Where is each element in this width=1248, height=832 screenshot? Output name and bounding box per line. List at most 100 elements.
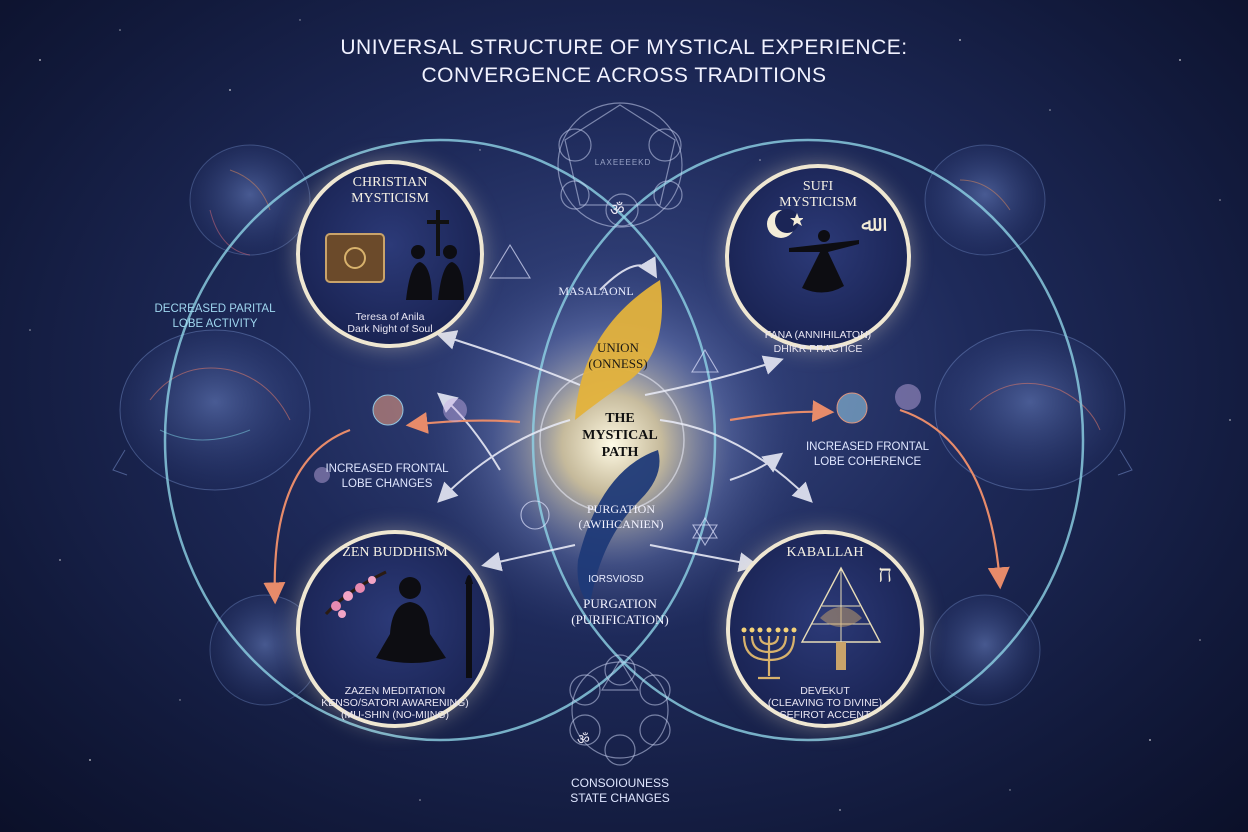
arrow-right-mid: [659, 419, 813, 503]
label-decreased-parietal: DECREASED PARITAL LOBE ACTIVITY: [150, 302, 280, 332]
book-icon: [325, 233, 385, 283]
bubble-left: [372, 394, 404, 426]
bubble-right: [836, 392, 868, 424]
arrow-to-kabbalah: [649, 544, 759, 572]
zen-caption-1: ZAZEN MEDITATION: [344, 685, 446, 697]
mystical-path-3: PATH: [601, 445, 639, 460]
zen-title-1: ZEN BUDDHISM: [342, 545, 448, 560]
orange-arrow-left-down: [263, 428, 351, 605]
bottom-symbol-cluster: [569, 654, 671, 766]
label-increased-frontal-left: INCREASED FRONTAL LOBE CHANGES: [322, 462, 452, 492]
navy-swoosh: [577, 450, 660, 605]
top-symbol-cluster: [557, 102, 683, 228]
crescent-star-icon: [767, 209, 803, 238]
orange-arrow-right-in: [729, 400, 835, 423]
brain-head-icon: [112, 329, 311, 491]
kabbalah-node: KABALLAH ח DEVEKUT (CLEAVING TO DIVINE) …: [726, 530, 924, 728]
star-of-david-icon: [692, 516, 718, 539]
kabbalah-title-1: KABALLAH: [786, 545, 864, 560]
purgation-1-line-2: (AWIHCANIEN): [578, 517, 664, 531]
sufi-title-2: MYSTICISM: [779, 195, 857, 210]
title-line-2: CONVERGENCE ACROSS TRADITIONS: [421, 64, 827, 87]
label-consciousness-1: CONSOIOUNESS: [570, 776, 669, 790]
mystical-path-1: THE: [605, 411, 635, 426]
purgation-1-line-1: PURGATION: [586, 502, 655, 516]
kabbalah-caption-3: SEFIROT ACCENT: [779, 709, 871, 721]
label-increased-frontal-left-2: LOBE CHANGES: [341, 478, 433, 490]
label-increased-frontal-right-2: LOBE COHERENCE: [813, 456, 922, 468]
cherry-blossom-icon: [324, 570, 387, 618]
kabbalah-caption-2: (CLEAVING TO DIVINE): [767, 697, 883, 709]
flower-symbol: [520, 500, 550, 530]
christian-mysticism-node: CHRISTIAN MYSTICISM Teresa of Anila Dark…: [296, 160, 484, 348]
brain-head-icon: [934, 329, 1133, 491]
triangle-symbol: [691, 348, 719, 373]
meditating-figure-icon: [376, 577, 446, 663]
bubble-right-2: [895, 384, 921, 410]
orange-arrow-left-in: [405, 412, 521, 434]
right-orbit: [531, 138, 1085, 742]
christian-title-1: CHRISTIAN: [352, 175, 428, 190]
arrow-to-zen: [481, 544, 576, 572]
arrow-left-mid: [437, 419, 571, 503]
mystical-path-2: MYSTICAL: [582, 428, 658, 443]
title-line-1: UNIVERSAL STRUCTURE OF MYSTICAL EXPERIEN…: [340, 36, 908, 59]
orange-arrow-right-down: [899, 408, 1010, 590]
label-increased-frontal-right-1: INCREASED FRONTAL: [805, 441, 930, 453]
left-orbit: [163, 138, 717, 742]
mystical-path-label: THE MYSTICAL PATH: [560, 410, 680, 461]
zen-buddhism-node: ZEN BUDDHISM ZAZEN MEDITATION KENSO/SATO…: [296, 530, 494, 728]
arrow-christian-up: [436, 392, 501, 471]
arrow-top-left: [599, 256, 658, 291]
christian-title-2: MYSTICISM: [351, 191, 429, 206]
center-mid-label: IORSVIOSD: [588, 574, 644, 585]
label-increased-frontal-left-1: INCREASED FRONTAL: [325, 463, 449, 475]
star-of-david-icon: [692, 524, 718, 547]
sufi-mysticism-node: SUFI MYSTICISM ﷲ FANA (ANNIHILATON) DHIK…: [725, 164, 911, 355]
om-icon: ॐ: [577, 731, 590, 747]
crucifix-icon: [427, 210, 449, 256]
bubble-left-2: [443, 398, 467, 422]
brain-head-icon: [924, 144, 1046, 256]
sufi-caption-2: DHIKR PRACTICE: [773, 343, 863, 355]
union-label: UNION (ONNESS): [573, 340, 663, 372]
label-decreased-parietal-1: DECREASED PARITAL: [154, 303, 276, 315]
union-label-2: (ONNESS): [588, 356, 648, 371]
triangle-symbol: [489, 243, 531, 279]
calligraphy-icon: ﷲ: [861, 212, 874, 237]
zen-caption-3: (MU-SHIN (NO-MIING): [341, 709, 449, 721]
brain-head-icon: [189, 144, 311, 256]
brain-head-icon: [929, 594, 1041, 706]
praying-figures-icon: [406, 245, 464, 300]
om-icon: ॐ: [610, 202, 625, 219]
zen-caption-2: KENSO/SATORI AWARENING): [321, 697, 469, 709]
label-consciousness-2: STATE CHANGES: [570, 791, 670, 805]
page-title: UNIVERSAL STRUCTURE OF MYSTICAL EXPERIEN…: [0, 34, 1248, 90]
hebrew-letter-icon: ח: [878, 560, 893, 588]
purgation-1-label: PURGATION (AWIHCANIEN): [566, 502, 676, 532]
whirling-dervish-icon: [789, 230, 859, 293]
label-increased-frontal-right: INCREASED FRONTAL LOBE COHERENCE: [800, 440, 935, 470]
top-cluster-label: LAXEEEEKD: [594, 158, 652, 167]
central-glow: [412, 245, 812, 645]
bubble-left-3: [314, 467, 330, 483]
label-consciousness: CONSOIOUNESS STATE CHANGES: [545, 776, 695, 806]
gold-swoosh: [575, 280, 662, 420]
label-decreased-parietal-2: LOBE ACTIVITY: [172, 318, 258, 330]
union-label-1: UNION: [597, 340, 639, 355]
brush-icon: [465, 575, 473, 678]
purgation-2-line-2: (PURIFICATION): [571, 612, 669, 627]
christian-caption-1: Teresa of Anila: [355, 311, 425, 323]
kabbalah-caption-1: DEVEKUT: [800, 685, 850, 697]
purgation-2-label: PURGATION (PURIFICATION): [560, 596, 680, 628]
menorah-icon: [741, 627, 797, 680]
christian-caption-2: Dark Night of Soul: [347, 323, 433, 335]
arrow-sufi-down: [729, 452, 784, 481]
tree-of-life-icon: [800, 566, 882, 670]
purgation-2-line-1: PURGATION: [583, 596, 657, 611]
center-top-label: MASALAONL: [558, 284, 634, 298]
sufi-caption-1: FANA (ANNIHILATON): [764, 329, 872, 341]
